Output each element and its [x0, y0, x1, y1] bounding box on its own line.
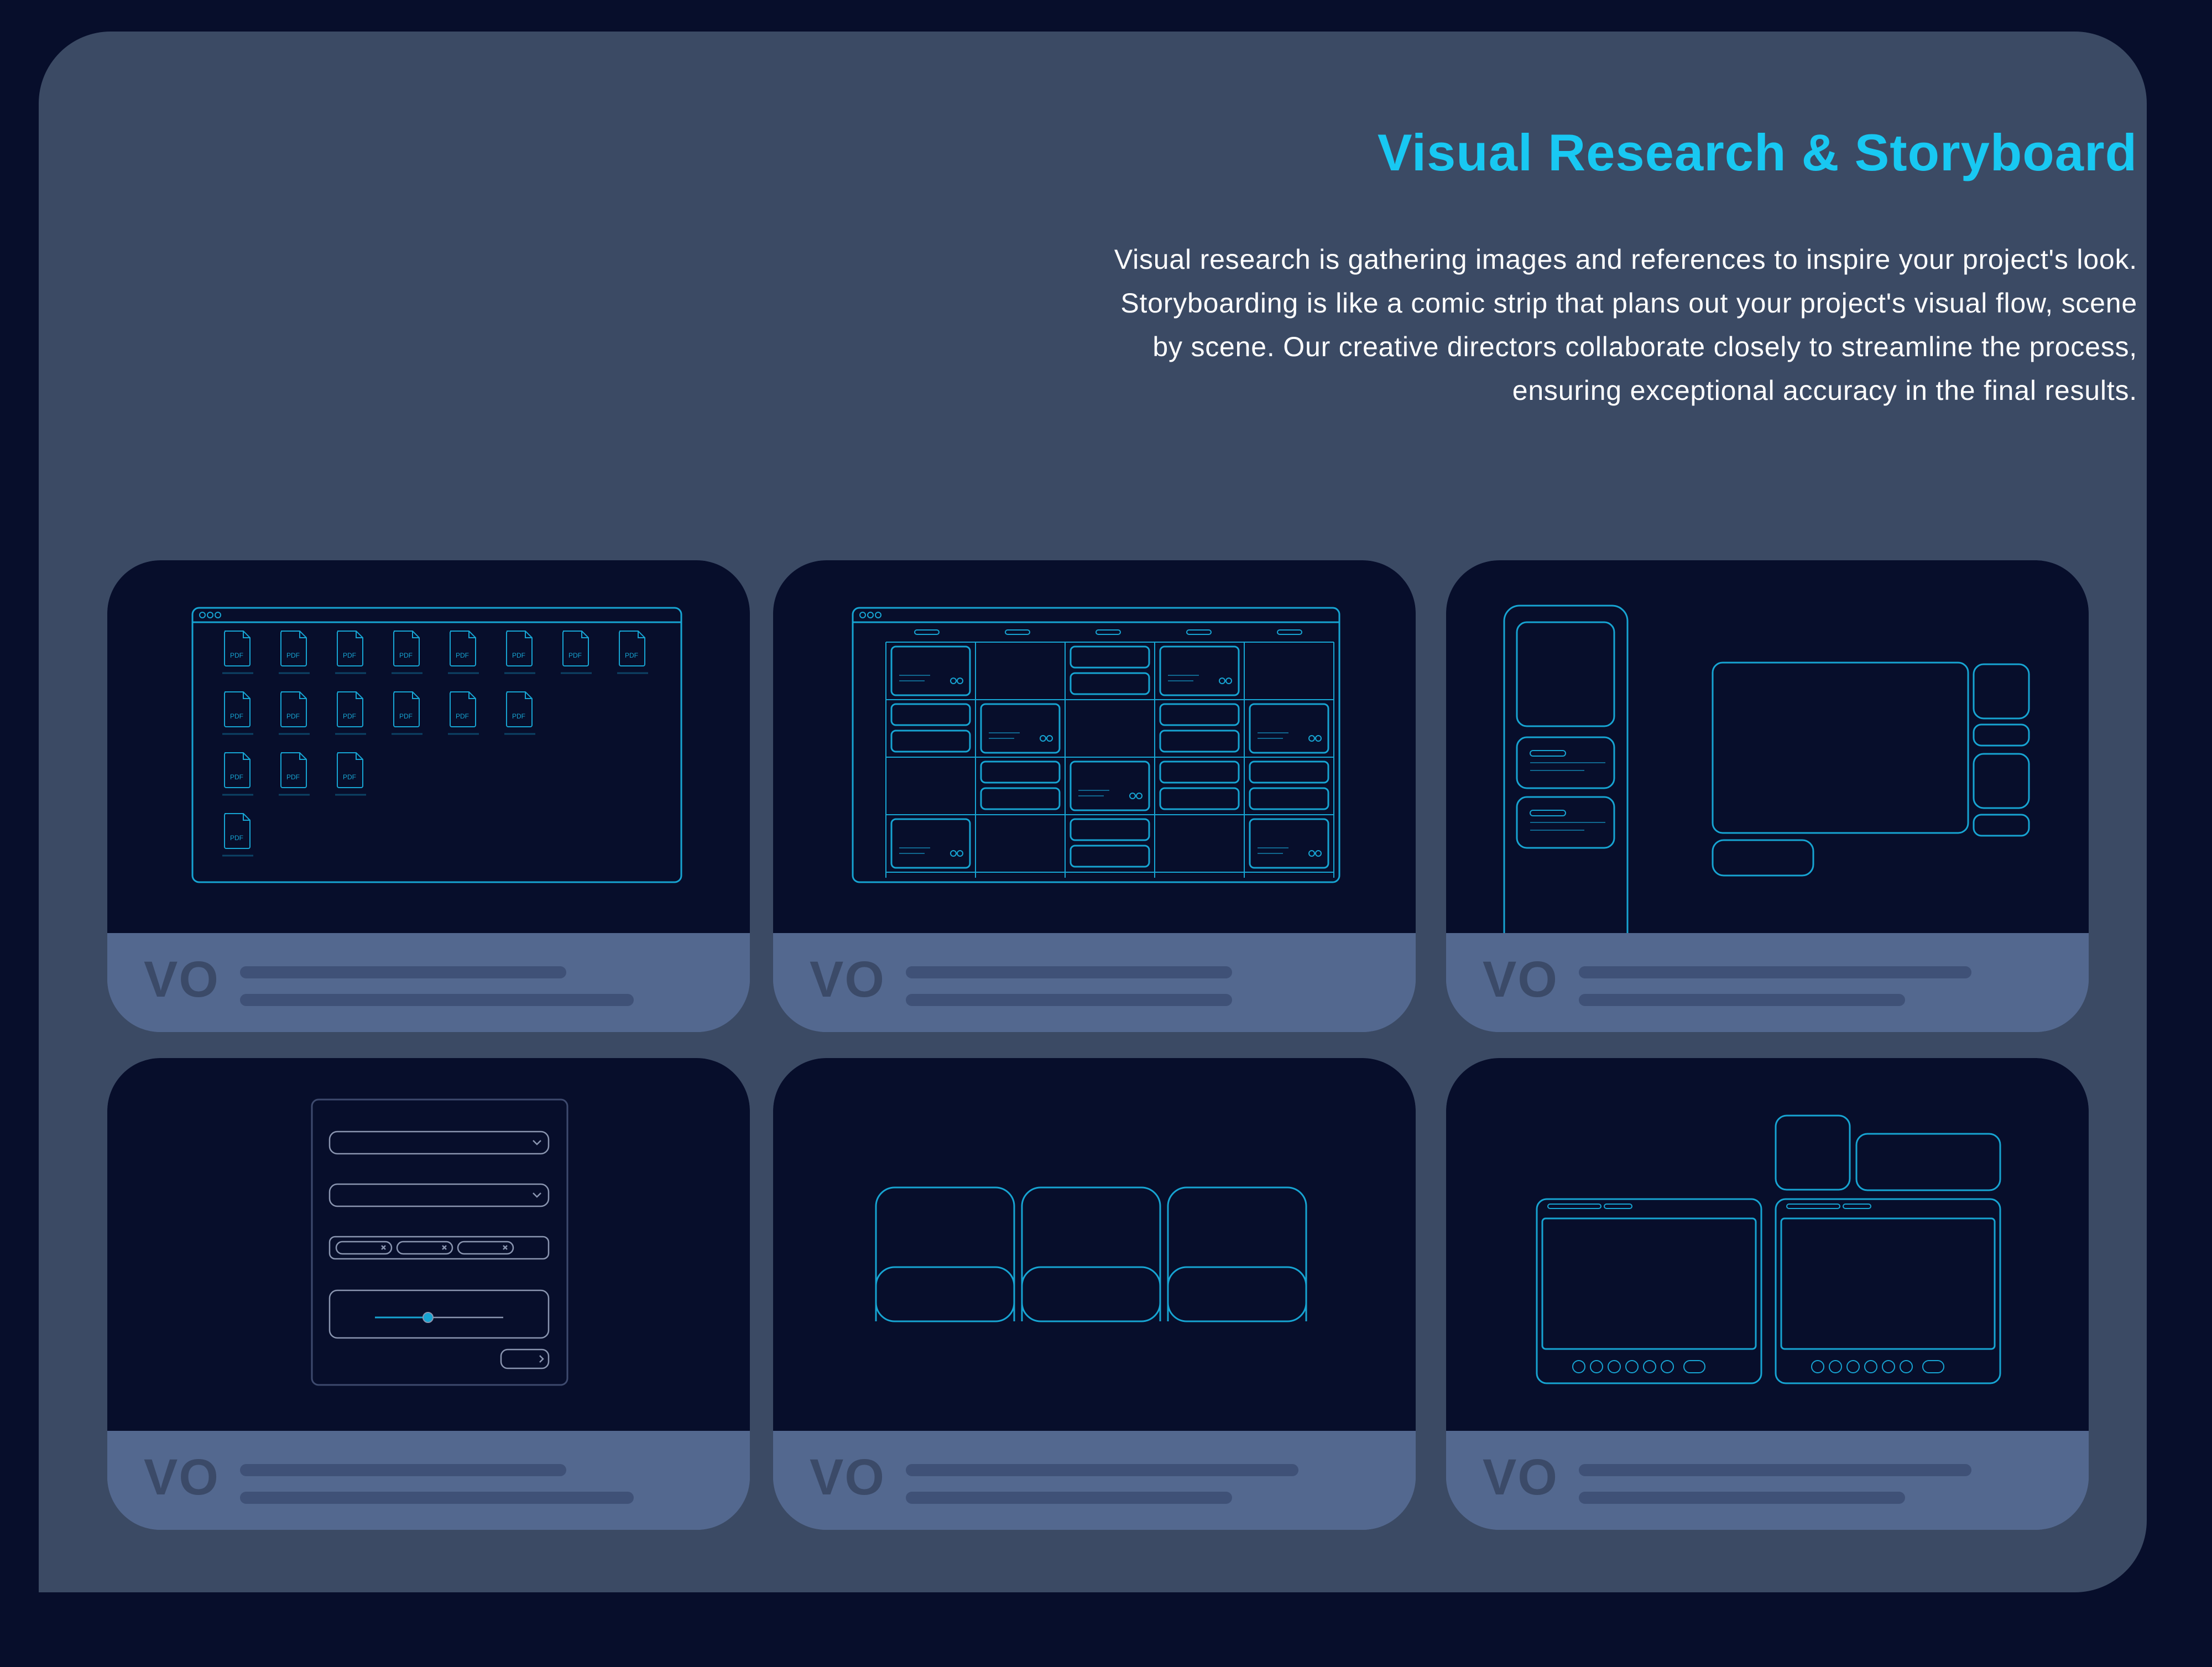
tablet-media-illustration	[1536, 1114, 2001, 1384]
page-title: Visual Research & Storyboard	[1377, 123, 2137, 181]
card-footer: VO	[107, 1431, 750, 1530]
vo-logo: VO	[810, 951, 885, 1008]
card-footer: VO	[1446, 1431, 2089, 1530]
svg-text:PDF: PDF	[286, 712, 300, 720]
svg-text:PDF: PDF	[343, 773, 356, 781]
text-placeholder-bar	[1579, 1464, 1971, 1476]
pdf-file-icon: PDF	[222, 631, 253, 674]
svg-text:PDF: PDF	[286, 652, 300, 659]
text-placeholder-bar	[906, 1492, 1232, 1504]
pdf-file-icon: PDF	[335, 752, 366, 796]
card-row-illustration	[875, 1186, 1307, 1322]
svg-text:PDF: PDF	[568, 652, 582, 659]
svg-text:PDF: PDF	[230, 773, 243, 781]
vo-logo: VO	[144, 1449, 220, 1505]
description-line: by scene. Our creative directors collabo…	[1152, 331, 2137, 362]
text-placeholder-bar	[240, 1492, 634, 1504]
pdf-file-icon: PDF	[504, 631, 535, 674]
pdf-file-icon: PDF	[392, 631, 422, 674]
description-line: Visual research is gathering images and …	[1114, 244, 2137, 275]
pdf-file-icon: PDF	[448, 631, 479, 674]
card-preview	[773, 560, 1416, 933]
pdf-file-icon: PDF	[392, 691, 422, 735]
description-line: Storyboarding is like a comic strip that…	[1120, 288, 2137, 319]
card-footer: VO	[773, 933, 1416, 1032]
pdf-file-icon: PDF	[617, 631, 648, 674]
svg-text:PDF: PDF	[230, 834, 243, 842]
card-footer: VO	[107, 933, 750, 1032]
text-placeholder-bar	[1579, 994, 1905, 1006]
pdf-file-icon: PDF	[279, 691, 310, 735]
text-placeholder-bar	[906, 994, 1232, 1006]
file-browser-illustration: PDF PDF PDF PDF PDF PDF PDF PDF PDF PDF PDF PDF PDF P…	[191, 607, 682, 883]
pdf-file-icon: PDF	[222, 691, 253, 735]
project-card-tablets[interactable]: VO	[1446, 1058, 2089, 1530]
mobile-media-illustration	[1503, 605, 2030, 933]
vo-logo: VO	[144, 951, 220, 1008]
pdf-file-icon: PDF	[335, 691, 366, 735]
text-placeholder-bar	[240, 994, 634, 1006]
pdf-file-icon: PDF	[335, 631, 366, 674]
card-preview	[773, 1058, 1416, 1431]
svg-text:PDF: PDF	[625, 652, 638, 659]
card-footer: VO	[1446, 933, 2089, 1032]
pdf-file-icon: PDF	[504, 691, 535, 735]
svg-text:PDF: PDF	[512, 712, 525, 720]
text-placeholder-bar	[240, 1464, 566, 1476]
pdf-file-icon: PDF	[561, 631, 592, 674]
card-preview: PDF PDF PDF PDF PDF PDF PDF PDF PDF PDF PDF PDF PDF P…	[107, 560, 750, 933]
card-preview	[1446, 560, 2089, 933]
svg-text:PDF: PDF	[343, 712, 356, 720]
svg-text:PDF: PDF	[456, 712, 469, 720]
vo-logo: VO	[1483, 951, 1558, 1008]
svg-text:PDF: PDF	[399, 652, 413, 659]
svg-text:PDF: PDF	[230, 712, 243, 720]
calendar-grid-illustration	[852, 607, 1340, 883]
text-placeholder-bar	[906, 1464, 1298, 1476]
pdf-file-icon: PDF	[279, 752, 310, 796]
text-placeholder-bar	[906, 966, 1232, 978]
pdf-file-icon: PDF	[222, 813, 253, 857]
project-card-card-row[interactable]: VO	[773, 1058, 1416, 1530]
vo-logo: VO	[1483, 1449, 1558, 1505]
text-placeholder-bar	[1579, 966, 1971, 978]
svg-text:PDF: PDF	[230, 652, 243, 659]
svg-text:PDF: PDF	[512, 652, 525, 659]
svg-text:PDF: PDF	[286, 773, 300, 781]
card-preview	[107, 1058, 750, 1431]
pdf-file-icon: PDF	[222, 752, 253, 796]
form-illustration	[311, 1098, 568, 1386]
project-card-calendar[interactable]: VO	[773, 560, 1416, 1032]
svg-text:PDF: PDF	[399, 712, 413, 720]
project-card-file-browser[interactable]: PDF PDF PDF PDF PDF PDF PDF PDF PDF PDF PDF PDF PDF P…	[107, 560, 750, 1032]
description-line: ensuring exceptional accuracy in the fin…	[1512, 375, 2137, 406]
project-card-form[interactable]: VO	[107, 1058, 750, 1530]
page-description: Visual research is gathering images and …	[921, 238, 2137, 413]
text-placeholder-bar	[1579, 1492, 1905, 1504]
svg-text:PDF: PDF	[343, 652, 356, 659]
pdf-file-icon: PDF	[279, 631, 310, 674]
pdf-file-icon: PDF	[448, 691, 479, 735]
vo-logo: VO	[810, 1449, 885, 1505]
svg-text:PDF: PDF	[456, 652, 469, 659]
card-preview	[1446, 1058, 2089, 1431]
text-placeholder-bar	[240, 966, 566, 978]
card-footer: VO	[773, 1431, 1416, 1530]
project-card-mobile-media[interactable]: VO	[1446, 560, 2089, 1032]
